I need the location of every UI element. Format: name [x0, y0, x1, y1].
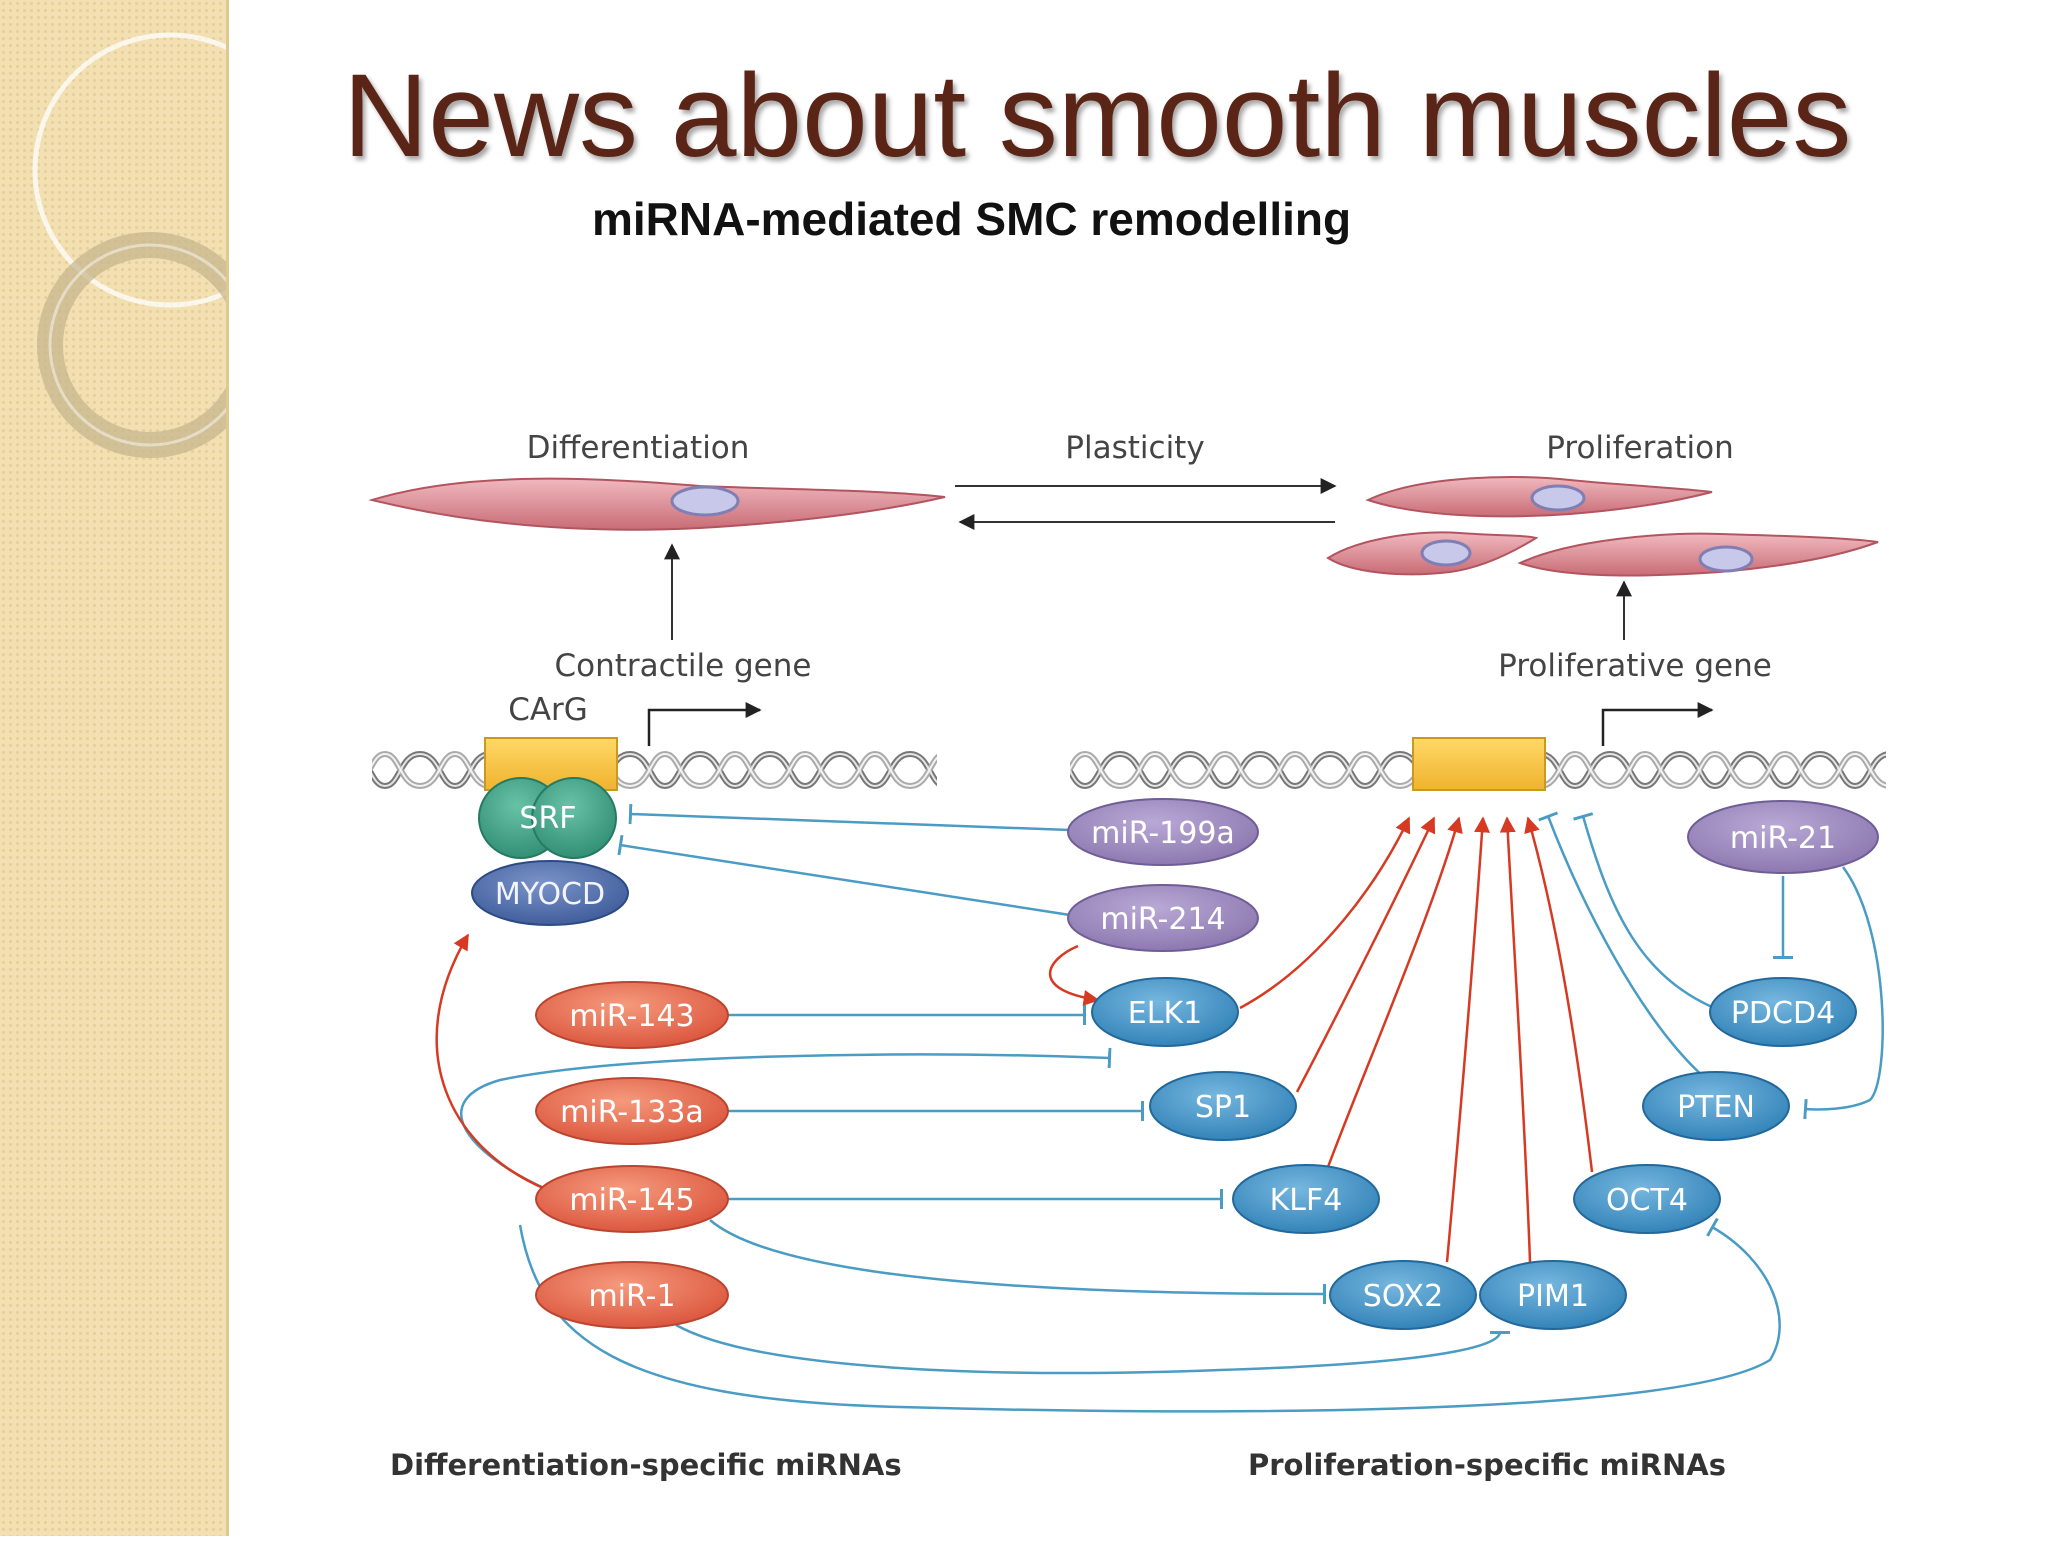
elk1-activates-promoter-line	[1239, 816, 1411, 1010]
sp1-node: SP1	[1149, 1071, 1297, 1141]
pim1-label: PIM1	[1517, 1279, 1589, 1314]
pim1-activates-promoter-line	[1499, 816, 1532, 1263]
mir1-inhibits-pim1-line	[675, 1323, 1511, 1375]
elk1-node: ELK1	[1091, 977, 1239, 1047]
pim1-node: PIM1	[1479, 1260, 1627, 1330]
elk1-label: ELK1	[1128, 996, 1202, 1031]
sp1-label: SP1	[1195, 1090, 1251, 1125]
mir21-inhibits-pten-line	[1803, 866, 1884, 1120]
myocd-label: MYOCD	[495, 877, 605, 912]
mir214-activates-elk1-line	[1048, 944, 1100, 1006]
oct4-activates-promoter-line	[1524, 816, 1594, 1173]
mir143-label: miR-143	[569, 999, 694, 1034]
sidebar-edge	[226, 0, 229, 1536]
inhibition-lines	[459, 803, 1884, 1413]
pdcd4-label: PDCD4	[1731, 996, 1835, 1031]
mir21-label: miR-21	[1730, 821, 1836, 856]
proliferative-gene-label: Proliferative gene	[1498, 648, 1772, 684]
mir1-label: miR-1	[588, 1279, 675, 1314]
myocd-node: MYOCD	[471, 860, 629, 926]
mir21-node: miR-21	[1687, 800, 1879, 874]
oct4-label: OCT4	[1606, 1183, 1688, 1218]
mir199a-inhibits-srf-line	[628, 803, 1071, 832]
proliferation-label: Proliferation	[1546, 430, 1734, 466]
proliferating-cell-top	[1365, 475, 1713, 518]
activation-lines	[435, 816, 1594, 1263]
mir145-label: miR-145	[569, 1183, 694, 1218]
slide-title: News about smooth muscles	[343, 50, 1852, 182]
mir199a-label: miR-199a	[1091, 816, 1235, 851]
differentiation-mirnas-label: Differentiation-specific miRNAs	[390, 1448, 902, 1482]
mir143-node: miR-143	[535, 981, 729, 1049]
srf-node: SRF	[478, 777, 617, 859]
proliferating-cell-left	[1326, 531, 1539, 576]
differentiation-label: Differentiation	[527, 430, 750, 466]
sox2-activates-promoter-line	[1445, 816, 1491, 1263]
proliferation-mirnas-label: Proliferation-specific miRNAs	[1248, 1448, 1726, 1482]
proliferating-cell-right	[1517, 532, 1879, 577]
proliferative-promoter-box	[1412, 737, 1546, 791]
pten-inhibits-promoter-line	[1538, 811, 1706, 1079]
proliferative-tss-arrow	[1601, 702, 1714, 746]
mir1-node: miR-1	[535, 1261, 729, 1329]
mir145-node: miR-145	[535, 1165, 729, 1233]
mir145-inhibits-sox2-line	[709, 1219, 1327, 1305]
pdcd4-inhibits-promoter-line	[1573, 812, 1725, 1014]
pten-node: PTEN	[1642, 1071, 1790, 1141]
contractile-tss-arrow	[647, 702, 762, 746]
differentiated-cell	[368, 477, 946, 531]
plasticity-label: Plasticity	[1065, 430, 1204, 466]
mir133a-label: miR-133a	[560, 1095, 704, 1130]
sox2-node: SOX2	[1329, 1260, 1477, 1330]
contractile-dna-strand	[372, 748, 937, 792]
mir145-activates-myocd-line	[435, 933, 549, 1192]
slide-subtitle: miRNA-mediated SMC remodelling	[592, 193, 1352, 245]
mir214-label: miR-214	[1100, 902, 1225, 937]
pdcd4-node: PDCD4	[1709, 977, 1857, 1047]
srf-label: SRF	[519, 801, 576, 836]
mir133a-node: miR-133a	[535, 1077, 729, 1145]
sox2-label: SOX2	[1363, 1279, 1443, 1314]
mir145-inhibits-elk1-line	[459, 1047, 1112, 1192]
klf4-label: KLF4	[1270, 1183, 1343, 1218]
pten-label: PTEN	[1677, 1090, 1755, 1125]
sp1-activates-promoter-line	[1295, 816, 1436, 1093]
klf4-node: KLF4	[1232, 1164, 1380, 1234]
klf4-activates-promoter-line	[1323, 816, 1463, 1176]
contractile-gene-label: Contractile gene	[555, 648, 812, 684]
mir214-inhibits-srf-line	[617, 834, 1071, 917]
oct4-node: OCT4	[1573, 1164, 1721, 1234]
mir199a-node: miR-199a	[1067, 798, 1259, 866]
decorative-sidebar	[0, 0, 308, 1536]
mir214-node: miR-214	[1067, 884, 1259, 952]
carg-label: CArG	[508, 692, 588, 728]
mir145-inhibits-oct4-line	[518, 1217, 1781, 1413]
